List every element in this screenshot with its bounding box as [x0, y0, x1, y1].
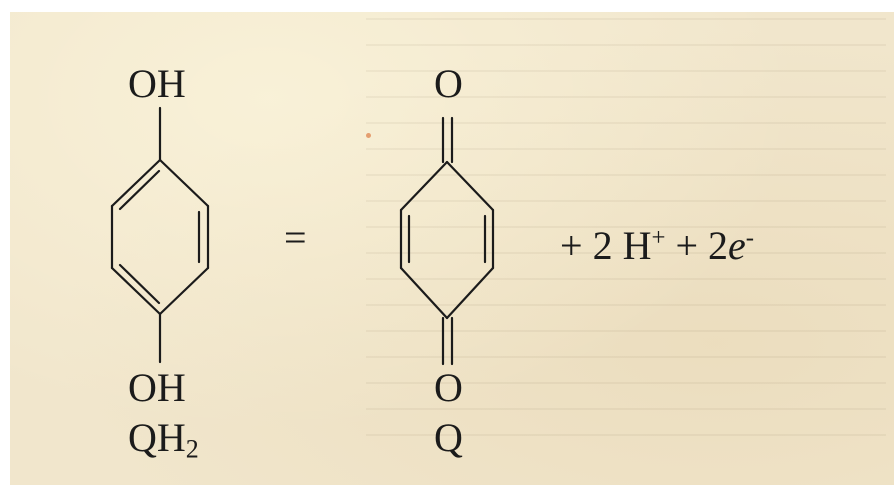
- hq-name-subscript: 2: [185, 434, 199, 464]
- electron-charge: -: [745, 224, 755, 252]
- hydroquinone-structure: [110, 106, 210, 364]
- hq-ring-bond: [110, 158, 162, 208]
- bleed-through-texture: [366, 18, 886, 458]
- q-ring-bond: [445, 266, 495, 320]
- hq-ring-bond-inner: [118, 263, 161, 305]
- scan-border-top: [0, 0, 894, 12]
- equals-sign: =: [284, 215, 307, 260]
- hq-top-oh-label: OH: [128, 61, 186, 106]
- plus-sign-1: +: [560, 223, 583, 268]
- proton-charge: +: [651, 224, 666, 252]
- q-name-label: Q: [434, 415, 463, 460]
- q-bottom-o-label: O: [434, 365, 463, 410]
- q-ring-bond: [445, 160, 495, 212]
- hq-ring-bond: [158, 158, 210, 208]
- paper-speck: [366, 133, 371, 138]
- hq-bottom-oh-label: OH: [128, 365, 186, 410]
- hq-name-prefix: QH: [128, 415, 186, 460]
- q-top-o-label: O: [434, 61, 463, 106]
- hq-ring-bond: [110, 266, 162, 316]
- hq-name-label: QH2: [128, 418, 199, 463]
- electron-coefficient: 2: [708, 223, 729, 268]
- hq-ring-bond: [158, 266, 210, 316]
- q-ring-bond: [399, 266, 449, 320]
- quinone-structure: [399, 116, 495, 366]
- products-expression: + 2 H+ + 2e-: [560, 223, 755, 268]
- plus-sign-2: +: [675, 223, 699, 268]
- scan-border-bottom: [0, 485, 894, 491]
- scan-border-left: [0, 0, 10, 491]
- q-ring-bond: [399, 160, 449, 212]
- proton-coefficient: 2: [592, 223, 613, 268]
- hq-ring-bond-inner: [118, 169, 161, 211]
- electron-symbol: e: [728, 223, 746, 268]
- proton-symbol: H: [622, 223, 652, 268]
